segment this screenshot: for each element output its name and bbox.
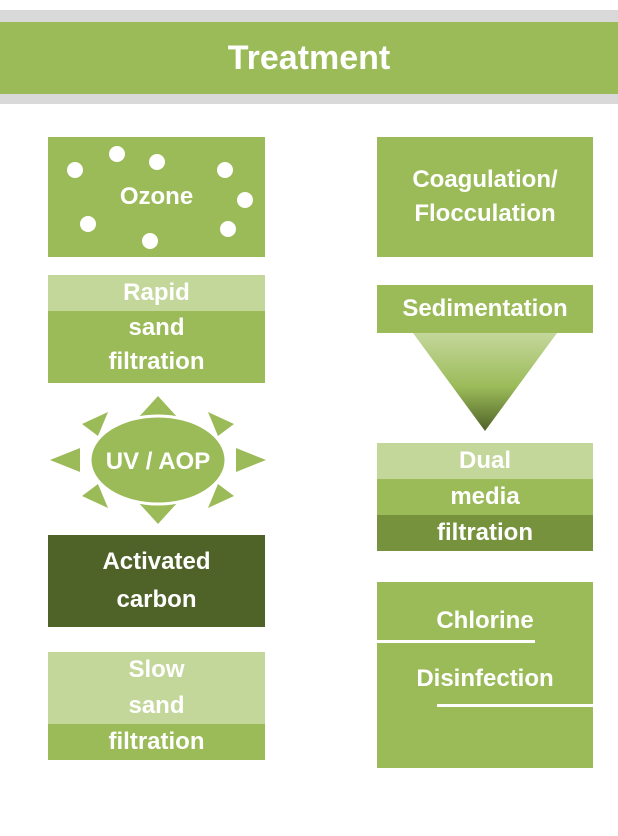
- slow-sand-line-3: filtration: [108, 728, 205, 755]
- rapid-sand-filtration-box: Rapid sand filtration: [48, 275, 265, 383]
- dual-media-band-1: Dual: [377, 443, 593, 479]
- ozone-bubble: [67, 162, 83, 178]
- coagulation-line-2: Flocculation: [414, 200, 556, 227]
- activated-carbon-box: Activated carbon: [48, 535, 265, 627]
- sun-core: [88, 414, 228, 506]
- dual-media-line-1: Dual: [458, 447, 511, 474]
- ozone-bubble: [237, 192, 253, 208]
- coagulation-line-1: Coagulation/: [412, 166, 558, 193]
- sedimentation-label: Sedimentation: [402, 295, 568, 322]
- chlorine-disinfection-box: Chlorine Disinfection: [377, 582, 593, 768]
- sun-ray-top: [138, 396, 178, 418]
- sun-ray-left: [50, 448, 80, 472]
- chlorine-label: Chlorine: [436, 607, 534, 634]
- chlorine-divider-upper: [377, 640, 535, 643]
- ozone-bubble: [80, 216, 96, 232]
- sun-ray-right: [236, 448, 266, 472]
- ozone-bubble: [149, 154, 165, 170]
- sedimentation-funnel: [413, 333, 557, 431]
- funnel-triangle: [413, 333, 557, 431]
- ozone-bubble: [109, 146, 125, 162]
- sun-ray-bottom: [138, 502, 178, 524]
- sun-ray-top-left: [82, 412, 108, 436]
- slow-sand-lower: filtration: [48, 724, 265, 760]
- ozone-bubble: [217, 162, 233, 178]
- ozone-bubble: [142, 233, 158, 249]
- sun-ray-bottom-right: [208, 484, 234, 508]
- slow-sand-filtration-box: Slow sand filtration: [48, 652, 265, 760]
- ozone-label: Ozone: [119, 183, 194, 210]
- ozone-box: Ozone: [48, 137, 265, 257]
- rapid-sand-line-3: filtration: [108, 348, 205, 375]
- dual-media-band-3: filtration: [377, 515, 593, 551]
- sedimentation-box: Sedimentation: [377, 285, 593, 333]
- activated-carbon-line-2: carbon: [116, 586, 197, 613]
- activated-carbon-line-1: Activated: [102, 548, 211, 575]
- header-title: Treatment: [227, 39, 391, 77]
- slow-sand-line-1: Slow: [128, 656, 185, 683]
- rapid-sand-line-2: sand: [128, 314, 185, 341]
- rapid-sand-line-1: Rapid: [48, 275, 265, 311]
- dual-media-filtration-box: Dual media filtration: [377, 443, 593, 551]
- dual-media-line-2: media: [450, 483, 520, 510]
- slow-sand-upper: Slow sand: [48, 652, 265, 724]
- uv-aop-label: UV / AOP: [106, 448, 210, 475]
- sun-ray-top-right: [208, 412, 234, 436]
- slow-sand-line-2: sand: [128, 692, 185, 719]
- sun-ray-bottom-left: [82, 484, 108, 508]
- rapid-sand-lower: sand filtration: [48, 311, 265, 383]
- header-bottom-rule: [0, 94, 618, 104]
- header-bar: Treatment: [0, 22, 618, 94]
- ozone-bubble: [220, 221, 236, 237]
- chlorine-divider-lower: [437, 704, 593, 707]
- dual-media-band-2: media: [377, 479, 593, 515]
- coagulation-flocculation-box: Coagulation/ Flocculation: [377, 137, 593, 257]
- header-top-rule: [0, 10, 618, 22]
- disinfection-label: Disinfection: [416, 665, 554, 692]
- uv-aop-sun: UV / AOP: [50, 396, 266, 524]
- dual-media-line-3: filtration: [437, 519, 533, 546]
